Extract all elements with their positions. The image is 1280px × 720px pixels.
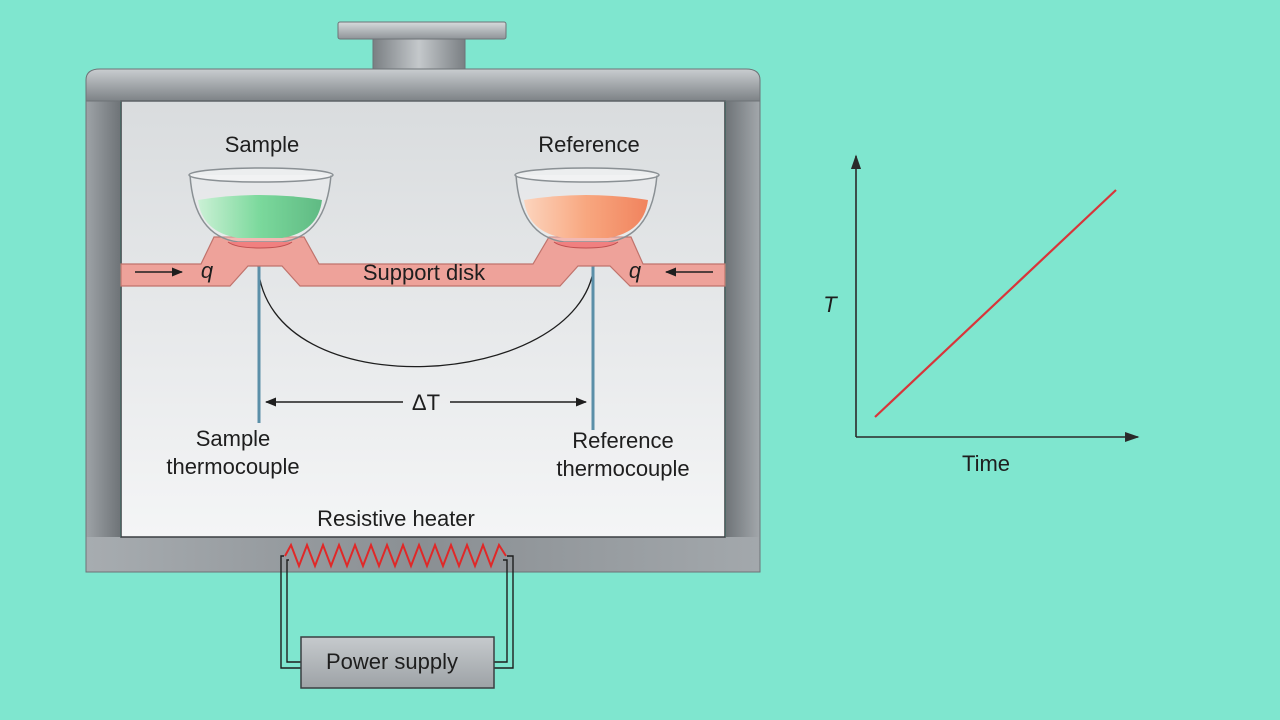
reference-bowl-foot: [553, 241, 619, 249]
temperature-time-graph: T Time: [823, 154, 1140, 476]
heat-flow-label-right: q: [629, 258, 642, 283]
reference-liquid: [524, 195, 648, 238]
sample-bowl-foot: [227, 241, 293, 249]
power-supply-box: [300, 636, 495, 689]
sample-thermocouple-label-line1: Sample: [196, 426, 271, 451]
resistive-heater-label: Resistive heater: [317, 506, 475, 531]
lid-cap: [85, 68, 761, 102]
graph-temperature-line: [874, 189, 1117, 418]
reference-thermocouple-label-line1: Reference: [572, 428, 674, 453]
power-supply-wires: [280, 555, 514, 669]
delta-t-label: ΔT: [412, 390, 440, 415]
lid-knob-stem: [372, 38, 466, 70]
resistive-heater-coil: [284, 542, 507, 569]
left-wall: [86, 101, 120, 572]
sample-bowl-rim: [188, 167, 334, 183]
graph-y-axis-label: T: [823, 292, 838, 317]
sample-dish: [188, 167, 334, 249]
chamber-interior: [120, 100, 726, 538]
thermocouple-junction-loop: [257, 265, 595, 368]
support-disk-label: Support disk: [363, 260, 486, 285]
heat-flow-label-left: q: [201, 258, 214, 283]
lid-knob-top: [337, 21, 507, 40]
furnace-enclosure: [85, 21, 761, 573]
enclosure-outline: [85, 100, 761, 573]
reference-bowl-rim: [514, 167, 660, 183]
power-supply-label: Power supply: [326, 649, 458, 674]
support-disk: [120, 236, 726, 287]
thermocouple-wiring: [257, 265, 595, 430]
sample-liquid: [198, 195, 322, 238]
graph-x-axis-label: Time: [962, 451, 1010, 476]
right-wall: [726, 101, 760, 572]
reference-dish: [514, 167, 660, 249]
sample-label: Sample: [225, 132, 300, 157]
reference-thermocouple-label-line2: thermocouple: [556, 456, 689, 481]
reference-label: Reference: [538, 132, 640, 157]
sample-thermocouple-label-line2: thermocouple: [166, 454, 299, 479]
